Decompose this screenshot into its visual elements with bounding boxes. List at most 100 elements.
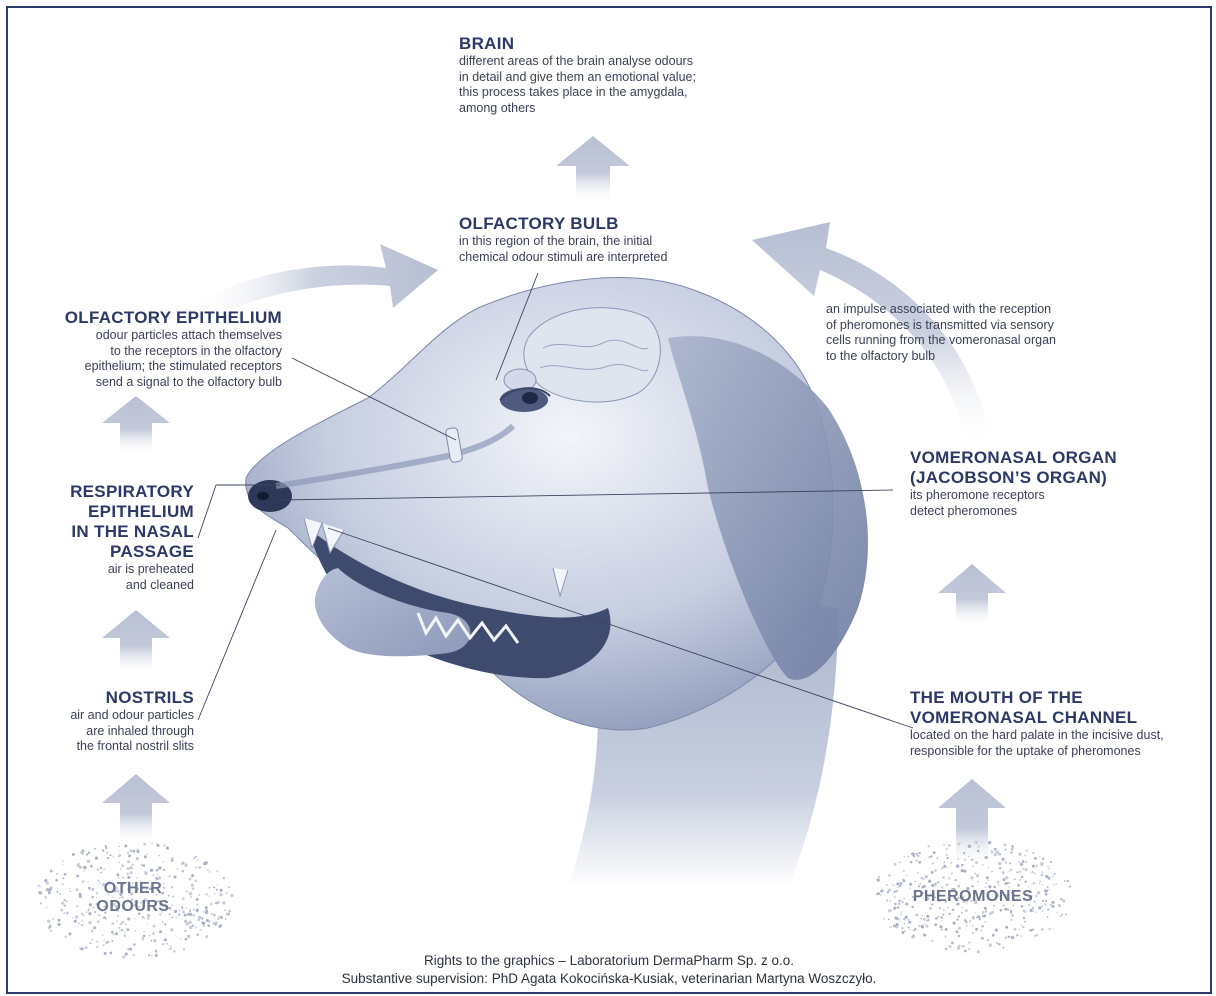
speckle-dot	[1026, 861, 1028, 863]
speckle-dot	[957, 843, 959, 845]
olfactory-epithelium-label: OLFACTORY EPITHELIUM odour particles att…	[22, 308, 282, 390]
speckle-dot	[972, 925, 974, 927]
speckle-dot	[1045, 875, 1048, 878]
speckle-dot	[158, 866, 161, 869]
speckle-dot	[59, 893, 61, 895]
speckle-dot	[1050, 861, 1052, 863]
vomeronasal-channel-line-1: located on the hard palate in the incisi…	[910, 728, 1202, 744]
speckle-dot	[913, 929, 915, 931]
speckle-dot	[915, 860, 917, 862]
speckle-dot	[925, 875, 928, 878]
pheromone-impulse-line-3: cells running from the vomeronasal organ	[826, 333, 1126, 349]
speckle-dot	[942, 876, 944, 878]
pheromones-label: PHEROMONES	[888, 888, 1058, 906]
speckle-dot	[1002, 878, 1005, 881]
speckle-dot	[153, 925, 156, 928]
speckle-dot	[164, 923, 166, 925]
arrow-to-vomeronasal-organ-icon	[938, 564, 1006, 628]
speckle-dot	[72, 917, 73, 918]
speckle-dot	[961, 869, 964, 872]
speckle-dot	[130, 849, 133, 852]
speckle-dot	[130, 871, 133, 874]
speckle-dot	[184, 863, 187, 866]
speckle-dot	[904, 856, 905, 857]
speckle-dot	[877, 878, 880, 881]
speckle-dot	[911, 906, 913, 908]
speckle-dot	[1016, 871, 1018, 873]
speckle-dot	[176, 917, 177, 918]
vomeronasal-organ-line-2: detect pheromones	[910, 504, 1190, 520]
speckle-dot	[40, 902, 42, 904]
speckle-dot	[209, 887, 211, 889]
speckle-dot	[80, 947, 83, 950]
speckle-dot	[987, 867, 988, 868]
speckle-dot	[136, 877, 137, 878]
speckle-dot	[124, 934, 127, 937]
speckle-dot	[947, 907, 948, 908]
speckle-dot	[1041, 871, 1043, 873]
speckle-dot	[80, 851, 82, 853]
respiratory-epithelium-line-1: air is preheated	[22, 562, 194, 578]
speckle-dot	[200, 929, 202, 931]
speckle-dot	[1032, 907, 1034, 909]
speckle-dot	[217, 884, 218, 885]
speckle-dot	[987, 880, 989, 882]
speckle-dot	[163, 844, 165, 846]
speckle-dot	[90, 865, 93, 868]
speckle-dot	[998, 853, 1001, 856]
speckle-dot	[962, 907, 964, 909]
speckle-dot	[102, 934, 104, 936]
speckle-dot	[60, 909, 63, 912]
speckle-dot	[968, 845, 971, 848]
speckle-dot	[166, 847, 169, 850]
respiratory-epithelium-title-2: EPITHELIUM	[22, 502, 194, 522]
speckle-dot	[1010, 919, 1012, 921]
speckle-dot	[120, 868, 122, 870]
speckle-dot	[1031, 871, 1033, 873]
speckle-dot	[985, 882, 987, 884]
vomeronasal-channel-line-2: responsible for the uptake of pheromones	[910, 744, 1202, 760]
speckle-dot	[1005, 882, 1008, 885]
speckle-dot	[977, 850, 980, 853]
speckle-dot	[85, 947, 86, 948]
speckle-dot	[952, 908, 955, 911]
speckle-dot	[945, 936, 947, 938]
speckle-dot	[171, 917, 173, 919]
speckle-dot	[963, 852, 965, 854]
speckle-dot	[932, 862, 934, 864]
speckle-dot	[121, 864, 124, 867]
speckle-dot	[923, 878, 924, 879]
speckle-dot	[943, 865, 946, 868]
speckle-dot	[899, 921, 900, 922]
speckle-dot	[898, 861, 900, 863]
speckle-dot	[911, 853, 912, 854]
speckle-dot	[941, 867, 943, 869]
speckle-dot	[951, 942, 954, 945]
speckle-dot	[201, 921, 204, 924]
speckle-dot	[1010, 851, 1012, 853]
speckle-dot	[106, 852, 108, 854]
arrow-to-respiratory-epithelium-icon	[102, 610, 170, 676]
speckle-dot	[76, 864, 79, 867]
speckle-dot	[908, 921, 911, 924]
arrow-to-olfactory-epithelium-icon	[102, 396, 170, 456]
speckle-dot	[1034, 873, 1036, 875]
speckle-dot	[56, 891, 58, 893]
speckle-dot	[977, 881, 979, 883]
brain-line-3: this process takes place in the amygdala…	[459, 85, 779, 101]
speckle-dot	[934, 869, 937, 872]
speckle-dot	[143, 843, 146, 846]
speckle-dot	[1039, 883, 1040, 884]
speckle-dot	[925, 925, 928, 928]
speckle-dot	[988, 841, 991, 844]
speckle-dot	[144, 918, 145, 919]
speckle-dot	[966, 925, 967, 926]
speckle-dot	[982, 913, 983, 914]
speckle-dot	[919, 883, 921, 885]
speckle-dot	[142, 938, 144, 940]
speckle-dot	[909, 929, 910, 930]
speckle-dot	[1004, 843, 1007, 846]
speckle-dot	[985, 856, 988, 859]
speckle-dot	[943, 909, 945, 911]
vomeronasal-channel-title-2: VOMERONASAL CHANNEL	[910, 708, 1202, 728]
